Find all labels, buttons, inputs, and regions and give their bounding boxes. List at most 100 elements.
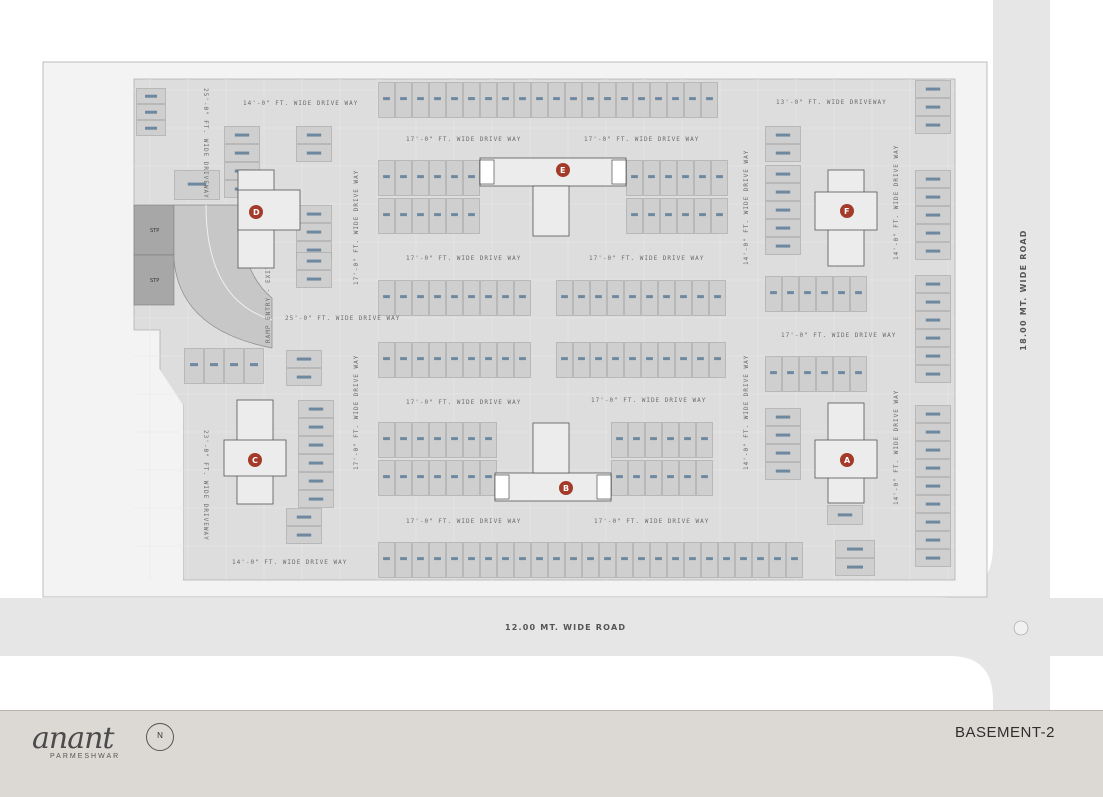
parking-slot-tag	[187, 182, 207, 186]
core-e: E	[479, 157, 627, 237]
core-a: A	[814, 402, 878, 504]
parking-slot-tag	[485, 295, 492, 299]
parking-slot-tag	[925, 105, 941, 109]
ramp-label: RAMP ENTRY - EXIT	[265, 265, 272, 343]
parking-slot-tag	[306, 212, 322, 216]
parking-slot-tag	[629, 295, 636, 299]
parking-slot-tag	[296, 357, 312, 361]
driveway-label: 17'-0" FT. WIDE DRIVE WAY	[594, 518, 709, 525]
parking-slot-tag	[684, 437, 691, 441]
parking-slot-tag	[655, 557, 662, 561]
parking-slot-tag	[451, 557, 458, 561]
parking-slot-tag	[631, 175, 638, 179]
parking-slot-tag	[451, 97, 458, 101]
parking-slot-tag	[145, 94, 157, 98]
core-b: B	[494, 422, 612, 502]
parking-slot-tag	[837, 513, 853, 517]
driveway-label: 14'-0" FT. WIDE DRIVE WAY	[743, 150, 750, 265]
parking-slot-tag	[417, 97, 424, 101]
driveway-label: 17'-0" FT. WIDE DRIVE WAY	[406, 255, 521, 262]
parking-slot-tag	[519, 295, 526, 299]
parking-slot-tag	[383, 357, 390, 361]
parking-slot-tag	[485, 357, 492, 361]
parking-slot-tag	[417, 557, 424, 561]
footer-bar: anant PARMESHWAR N BASEMENT-2	[0, 710, 1103, 797]
parking-slot-tag	[804, 371, 811, 375]
parking-slot-tag	[775, 190, 791, 194]
core-c: C	[223, 399, 287, 505]
parking-slot-tag	[553, 557, 560, 561]
parking-slot-tag	[638, 97, 645, 101]
parking-slot-tag	[210, 363, 218, 367]
parking-slot-tag	[536, 97, 543, 101]
driveway-label: 14'-0" FT. WIDE DRIVE WAY	[232, 559, 347, 566]
parking-slot-tag	[604, 97, 611, 101]
parking-slot-tag	[663, 357, 670, 361]
parking-slot-tag	[383, 213, 390, 217]
parking-slot-tag	[925, 466, 941, 470]
parking-slot-tag	[925, 231, 941, 235]
parking-slot-tag	[855, 371, 862, 375]
parking-slot-tag	[451, 437, 458, 441]
parking-slot-tag	[145, 110, 157, 114]
brand-subtitle: PARMESHWAR	[50, 753, 121, 760]
parking-slot-tag	[400, 97, 407, 101]
core-a-marker	[840, 453, 854, 467]
parking-slot-tag	[561, 295, 568, 299]
parking-slot-tag	[925, 213, 941, 217]
parking-slot-tag	[757, 557, 764, 561]
parking-slot-tag	[519, 97, 526, 101]
parking-slot-tag	[468, 175, 475, 179]
parking-slot-tag	[774, 557, 781, 561]
parking-slot-tag	[502, 557, 509, 561]
core-f: F	[814, 169, 878, 267]
parking-slots	[136, 80, 951, 578]
stp-block-1	[133, 204, 175, 256]
parking-slot-tag	[417, 295, 424, 299]
parking-slot-tag	[775, 151, 791, 155]
parking-slot-tag	[383, 557, 390, 561]
parking-slot-tag	[621, 557, 628, 561]
parking-slot-tag	[451, 175, 458, 179]
parking-slot-tag	[633, 475, 640, 479]
parking-slot-tag	[578, 295, 585, 299]
parking-slot-tag	[451, 295, 458, 299]
parking-slot-tag	[775, 133, 791, 137]
parking-slot-tag	[308, 497, 324, 501]
parking-slot-tag	[400, 557, 407, 561]
parking-slot-tag	[847, 565, 863, 569]
core-f-marker	[840, 204, 854, 218]
parking-slot-tag	[434, 437, 441, 441]
parking-slot-tag	[650, 475, 657, 479]
parking-slot-tag	[595, 357, 602, 361]
parking-slot-tag	[434, 475, 441, 479]
parking-slot-tag	[648, 213, 655, 217]
parking-slot-tag	[631, 213, 638, 217]
parking-slot-tag	[716, 175, 723, 179]
parking-slot-tag	[775, 208, 791, 212]
parking-slot-tag	[838, 371, 845, 375]
parking-slot-tag	[838, 291, 845, 295]
driveway-label: 17'-0" FT. WIDE DRIVE WAY	[406, 136, 521, 143]
parking-slot-tag	[629, 357, 636, 361]
parking-slot-tag	[925, 448, 941, 452]
parking-slot-tag	[595, 295, 602, 299]
parking-slot-tag	[383, 475, 390, 479]
driveway-label: 14'-0" FT. WIDE DRIVE WAY	[893, 390, 900, 505]
parking-slot-tag	[383, 295, 390, 299]
stp-label-2: STP	[150, 278, 159, 284]
parking-slot-tag	[417, 357, 424, 361]
parking-slot-tag	[925, 87, 941, 91]
parking-slot-tag	[485, 97, 492, 101]
parking-slot-tag	[699, 175, 706, 179]
parking-slot-tag	[308, 461, 324, 465]
parking-slot-tag	[648, 175, 655, 179]
parking-slot-tag	[400, 437, 407, 441]
parking-slot-tag	[925, 195, 941, 199]
parking-slot-tag	[306, 277, 322, 281]
basement-floor-plan: 12.00 MT. WIDE ROAD 18.00 MT. WIDE ROAD …	[0, 0, 1103, 710]
parking-slot-tag	[672, 97, 679, 101]
parking-slot-tag	[502, 97, 509, 101]
parking-slot-tag	[553, 97, 560, 101]
parking-slot-tag	[234, 133, 250, 137]
